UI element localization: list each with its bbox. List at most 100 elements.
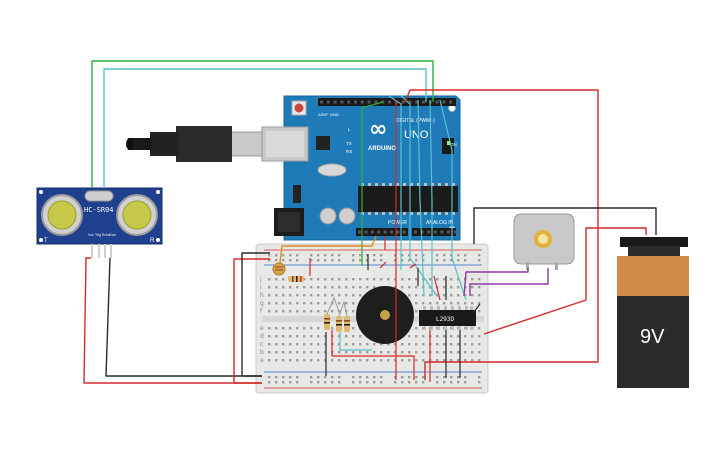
breadboard-hole bbox=[310, 254, 313, 257]
breadboard-hole bbox=[443, 381, 446, 384]
breadboard-hole bbox=[415, 278, 418, 281]
breadboard-hole bbox=[338, 381, 341, 384]
breadboard-hole bbox=[310, 294, 313, 297]
breadboard-hole bbox=[478, 286, 481, 289]
breadboard-hole bbox=[415, 351, 418, 354]
wire-cyan-sensor bbox=[103, 68, 427, 188]
breadboard-hole bbox=[366, 359, 369, 362]
breadboard-hole bbox=[443, 278, 446, 281]
breadboard-hole bbox=[366, 259, 369, 262]
breadboard-hole bbox=[268, 278, 271, 281]
breadboard-hole bbox=[338, 286, 341, 289]
breadboard-hole bbox=[296, 327, 299, 330]
breadboard-hole bbox=[282, 278, 285, 281]
header-pin bbox=[377, 230, 381, 234]
breadboard-hole bbox=[457, 343, 460, 346]
breadboard-hole bbox=[436, 359, 439, 362]
breadboard-hole bbox=[436, 278, 439, 281]
breadboard-hole bbox=[324, 286, 327, 289]
breadboard-hole bbox=[275, 335, 278, 338]
breadboard-row-labels: j i h g f e d c b a bbox=[259, 276, 264, 364]
breadboard-hole bbox=[317, 381, 320, 384]
arduino-uno-board: ∞ ARDUINO UNO DIGITAL (PWM~) POWER ANALO… bbox=[261, 95, 461, 241]
sensor-pin-gnd: Gnd bbox=[109, 233, 116, 237]
breadboard-hole bbox=[296, 381, 299, 384]
breadboard-hole bbox=[310, 359, 313, 362]
breadboard-hole bbox=[317, 351, 320, 354]
breadboard-hole bbox=[457, 351, 460, 354]
breadboard-hole bbox=[275, 278, 278, 281]
breadboard-hole bbox=[268, 327, 271, 330]
breadboard-hole bbox=[450, 376, 453, 379]
sensor-t-label: T bbox=[44, 238, 48, 244]
breadboard-hole bbox=[331, 254, 334, 257]
wire-black-battery bbox=[473, 207, 657, 244]
row-label-e: e bbox=[260, 325, 264, 332]
wire-black-sensor bbox=[105, 257, 262, 377]
header-pin bbox=[383, 230, 387, 234]
breadboard-hole bbox=[443, 359, 446, 362]
breadboard-hole bbox=[317, 254, 320, 257]
breadboard-hole bbox=[464, 381, 467, 384]
breadboard-hole bbox=[366, 381, 369, 384]
breadboard-hole bbox=[387, 359, 390, 362]
breadboard-hole bbox=[331, 278, 334, 281]
breadboard-hole bbox=[373, 343, 376, 346]
breadboard-hole bbox=[464, 302, 467, 305]
breadboard-hole bbox=[289, 286, 292, 289]
breadboard-hole bbox=[443, 376, 446, 379]
breadboard-hole bbox=[352, 286, 355, 289]
breadboard-hole bbox=[303, 351, 306, 354]
digital-header bbox=[318, 98, 456, 106]
breadboard-hole bbox=[415, 286, 418, 289]
row-label-f: f bbox=[260, 308, 263, 315]
breadboard-hole bbox=[436, 294, 439, 297]
breadboard-hole bbox=[359, 376, 362, 379]
breadboard-hole bbox=[436, 335, 439, 338]
breadboard-hole bbox=[450, 359, 453, 362]
breadboard-hole bbox=[275, 376, 278, 379]
breadboard-hole bbox=[345, 359, 348, 362]
breadboard-hole bbox=[464, 376, 467, 379]
breadboard-hole bbox=[282, 343, 285, 346]
breadboard-hole bbox=[352, 278, 355, 281]
breadboard-hole bbox=[387, 343, 390, 346]
breadboard-hole bbox=[282, 327, 285, 330]
header-pin bbox=[396, 230, 400, 234]
breadboard-hole bbox=[394, 359, 397, 362]
analog-label: ANALOG IN bbox=[426, 220, 454, 226]
breadboard-hole bbox=[289, 376, 292, 379]
breadboard-hole bbox=[359, 359, 362, 362]
breadboard-hole bbox=[324, 376, 327, 379]
breadboard-hole bbox=[450, 351, 453, 354]
breadboard-hole bbox=[429, 278, 432, 281]
header-pin bbox=[370, 230, 374, 234]
breadboard-hole bbox=[401, 351, 404, 354]
breadboard-hole bbox=[352, 294, 355, 297]
breadboard-hole bbox=[436, 254, 439, 257]
breadboard-hole bbox=[338, 359, 341, 362]
breadboard-hole bbox=[289, 259, 292, 262]
breadboard-hole bbox=[457, 259, 460, 262]
header-pin bbox=[427, 230, 431, 234]
breadboard-holes bbox=[268, 254, 481, 384]
header-pin bbox=[388, 100, 391, 104]
breadboard-hole bbox=[352, 335, 355, 338]
breadboard-hole bbox=[338, 343, 341, 346]
breadboard-hole bbox=[450, 294, 453, 297]
breadboard-hole bbox=[380, 381, 383, 384]
breadboard-hole bbox=[464, 294, 467, 297]
power-header bbox=[356, 228, 408, 236]
breadboard-hole bbox=[422, 376, 425, 379]
breadboard-hole bbox=[408, 286, 411, 289]
breadboard-hole bbox=[275, 327, 278, 330]
breadboard-hole bbox=[471, 359, 474, 362]
breadboard-hole bbox=[422, 254, 425, 257]
header-pin bbox=[415, 100, 419, 104]
breadboard-hole bbox=[296, 259, 299, 262]
arduino-logo-text: ARDUINO bbox=[368, 146, 396, 152]
breadboard-hole bbox=[345, 286, 348, 289]
breadboard-hole bbox=[401, 381, 404, 384]
breadboard-hole bbox=[366, 278, 369, 281]
breadboard-hole bbox=[443, 254, 446, 257]
